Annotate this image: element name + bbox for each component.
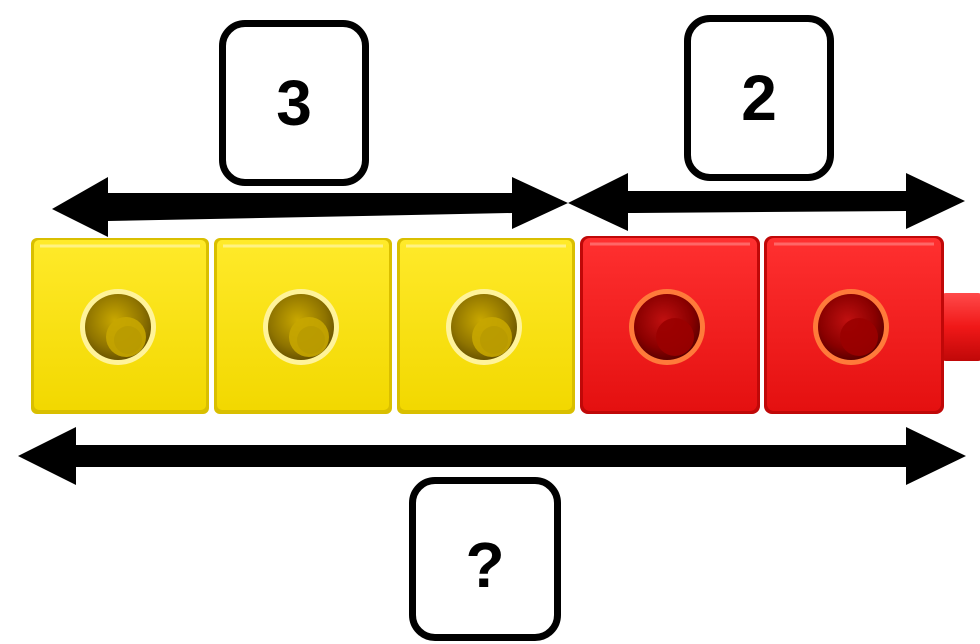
- total-box: ?: [409, 477, 561, 641]
- red-count-box: 2: [684, 15, 834, 181]
- yellow-count-box: 3: [219, 20, 369, 186]
- total-label: ?: [465, 529, 505, 601]
- yellow-cube: [31, 238, 209, 414]
- red-cube-peg: [940, 293, 980, 361]
- yellow-cube: [397, 238, 575, 414]
- red-cube: [764, 236, 944, 414]
- red-cube: [580, 236, 760, 414]
- yellow-cube: [214, 238, 392, 414]
- yellow-count-label: 3: [276, 67, 312, 139]
- red-count-label: 2: [741, 62, 777, 134]
